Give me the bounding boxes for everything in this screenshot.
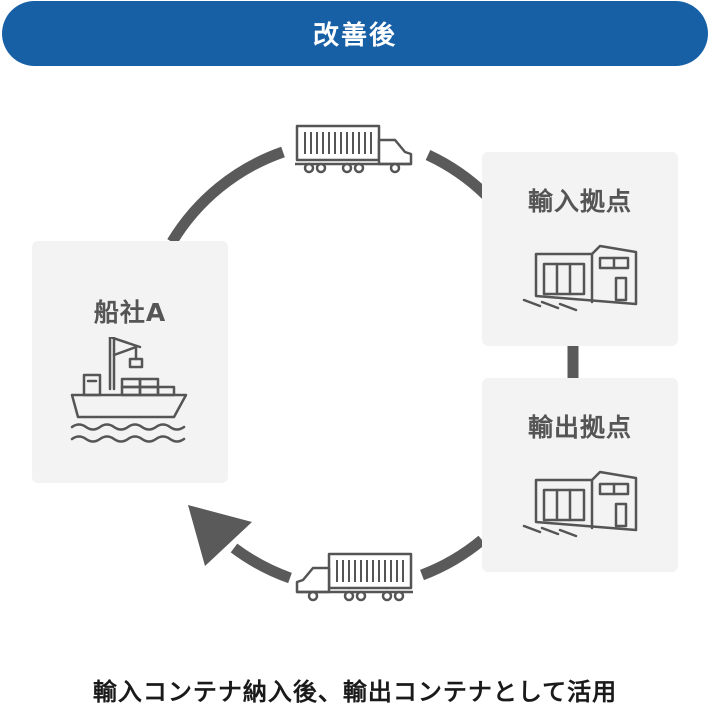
cycle-arc-bottom-right	[419, 535, 486, 581]
container-truck-icon	[295, 124, 413, 174]
cycle-arc-bottom-left	[230, 543, 292, 584]
cargo-ship-icon	[70, 337, 188, 443]
warehouse-icon	[522, 470, 638, 538]
warehouse-icon	[522, 244, 638, 312]
export-base-card: 輸出拠点	[482, 378, 678, 572]
import-base-card: 輸入拠点	[482, 152, 678, 346]
cycle-arc-top-left	[167, 146, 285, 245]
header-title: 改善後	[312, 21, 397, 51]
container-truck-icon	[295, 552, 413, 602]
cycle-arrowhead	[188, 505, 252, 566]
carrier-card: 船社A	[32, 241, 228, 483]
header-banner: 改善後	[2, 1, 708, 66]
cycle-arc-top-right	[425, 150, 490, 199]
diagram-caption: 輸入コンテナ納入後、輸出コンテナとして活用	[92, 678, 618, 706]
carrier-label: 船社A	[93, 298, 167, 327]
import-base-label: 輸入拠点	[527, 187, 632, 216]
export-base-label: 輸出拠点	[527, 413, 632, 442]
